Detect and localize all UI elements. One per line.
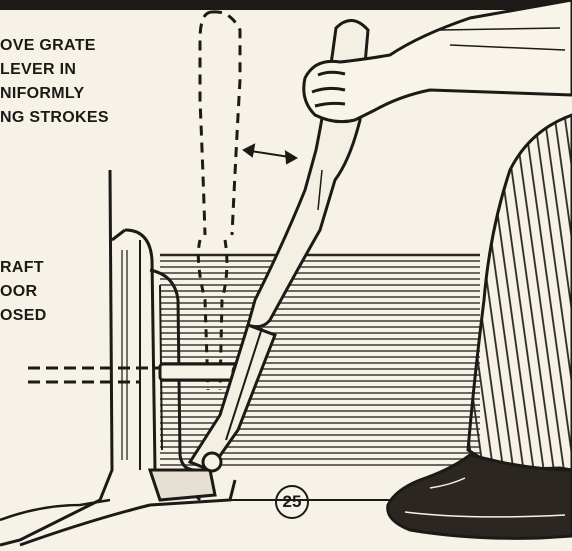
figure-number-badge: 25 (275, 485, 309, 519)
caption-top-line: NG STROKES (0, 106, 109, 130)
trouser-leg (468, 115, 572, 470)
top-border (0, 0, 572, 10)
caption-top-line: OVE GRATE (0, 34, 109, 58)
caption-side-line: RAFT (0, 256, 47, 280)
hand-and-arm (304, 0, 572, 122)
caption-top: OVE GRATE LEVER IN NIFORMLY NG STROKES (0, 34, 109, 130)
caption-side: RAFT OOR OSED (0, 256, 47, 328)
caption-side-line: OOR (0, 280, 47, 304)
caption-top-line: LEVER IN (0, 58, 109, 82)
motion-arrow (244, 145, 296, 163)
caption-top-line: NIFORMLY (0, 82, 109, 106)
caption-side-line: OSED (0, 304, 47, 328)
